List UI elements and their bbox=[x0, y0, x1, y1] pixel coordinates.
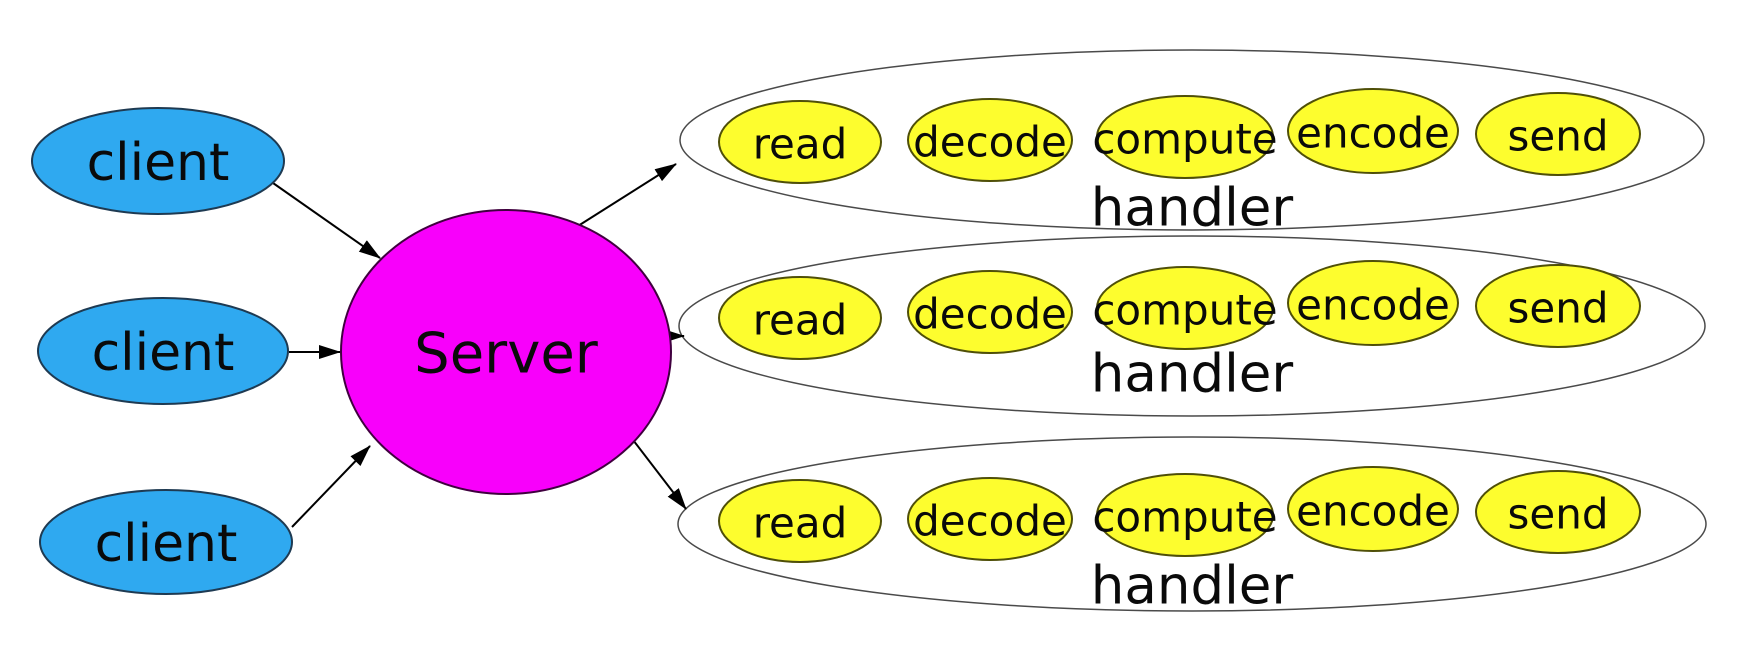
client1-label: client bbox=[87, 133, 230, 193]
handler3-stage-decode-ellipse bbox=[907, 477, 1073, 561]
client1-ellipse bbox=[31, 107, 285, 215]
handler2-stage-encode-ellipse bbox=[1287, 260, 1459, 346]
handler3-label: handler bbox=[1091, 556, 1294, 617]
handler3-stage-encode-label: encode bbox=[1296, 487, 1450, 536]
handler2-stage-compute-ellipse bbox=[1096, 266, 1274, 350]
handler2-stage-encode-label: encode bbox=[1296, 281, 1450, 330]
handler1-stage-compute-ellipse bbox=[1096, 95, 1274, 179]
handler1-stage-compute-label: compute bbox=[1092, 115, 1277, 164]
handler1-stage-read-ellipse bbox=[718, 100, 882, 184]
handler1-stage-send-ellipse bbox=[1475, 92, 1641, 176]
handler2-stage-decode-label: decode bbox=[913, 290, 1067, 339]
handler3-stage-compute-ellipse bbox=[1096, 473, 1274, 557]
handler1-stage-decode-label: decode bbox=[913, 118, 1067, 167]
client2-ellipse bbox=[37, 297, 289, 405]
handler3-stage-decode-label: decode bbox=[913, 497, 1067, 546]
handler3-stage-send-label: send bbox=[1507, 490, 1608, 539]
handler2-stage-send-ellipse bbox=[1475, 264, 1641, 348]
arrow-server-to-handler3 bbox=[629, 435, 687, 510]
handler3-stage-compute-label: compute bbox=[1092, 493, 1277, 542]
handler3-stage-read-label: read bbox=[753, 499, 848, 548]
handler2-stage-read-label: read bbox=[753, 296, 848, 345]
handler1-stage-decode-ellipse bbox=[907, 98, 1073, 182]
handler3-stage-encode-ellipse bbox=[1287, 466, 1459, 552]
handler2-stage-decode-ellipse bbox=[907, 270, 1073, 354]
handler2-label: handler bbox=[1091, 344, 1294, 405]
handler2-stage-compute-label: compute bbox=[1092, 286, 1277, 335]
client2-label: client bbox=[92, 323, 235, 383]
server-label: Server bbox=[414, 322, 599, 387]
handler1-label: handler bbox=[1091, 178, 1294, 239]
client3-label: client bbox=[95, 514, 238, 574]
arrow-client3-to-server bbox=[291, 445, 371, 528]
arrow-server-to-handler1 bbox=[577, 163, 677, 227]
handler3-stage-send-ellipse bbox=[1475, 470, 1641, 554]
handler1-stage-send-label: send bbox=[1507, 112, 1608, 161]
handler1-stage-encode-label: encode bbox=[1296, 109, 1450, 158]
handler1-stage-read-label: read bbox=[753, 120, 848, 169]
handler2-stage-read-ellipse bbox=[718, 276, 882, 360]
server-ellipse bbox=[340, 209, 672, 495]
handler3-stage-read-ellipse bbox=[718, 479, 882, 563]
client3-ellipse bbox=[39, 489, 293, 595]
arrow-client1-to-server bbox=[262, 175, 381, 259]
handler2-stage-send-label: send bbox=[1507, 284, 1608, 333]
handler1-stage-encode-ellipse bbox=[1287, 88, 1459, 174]
